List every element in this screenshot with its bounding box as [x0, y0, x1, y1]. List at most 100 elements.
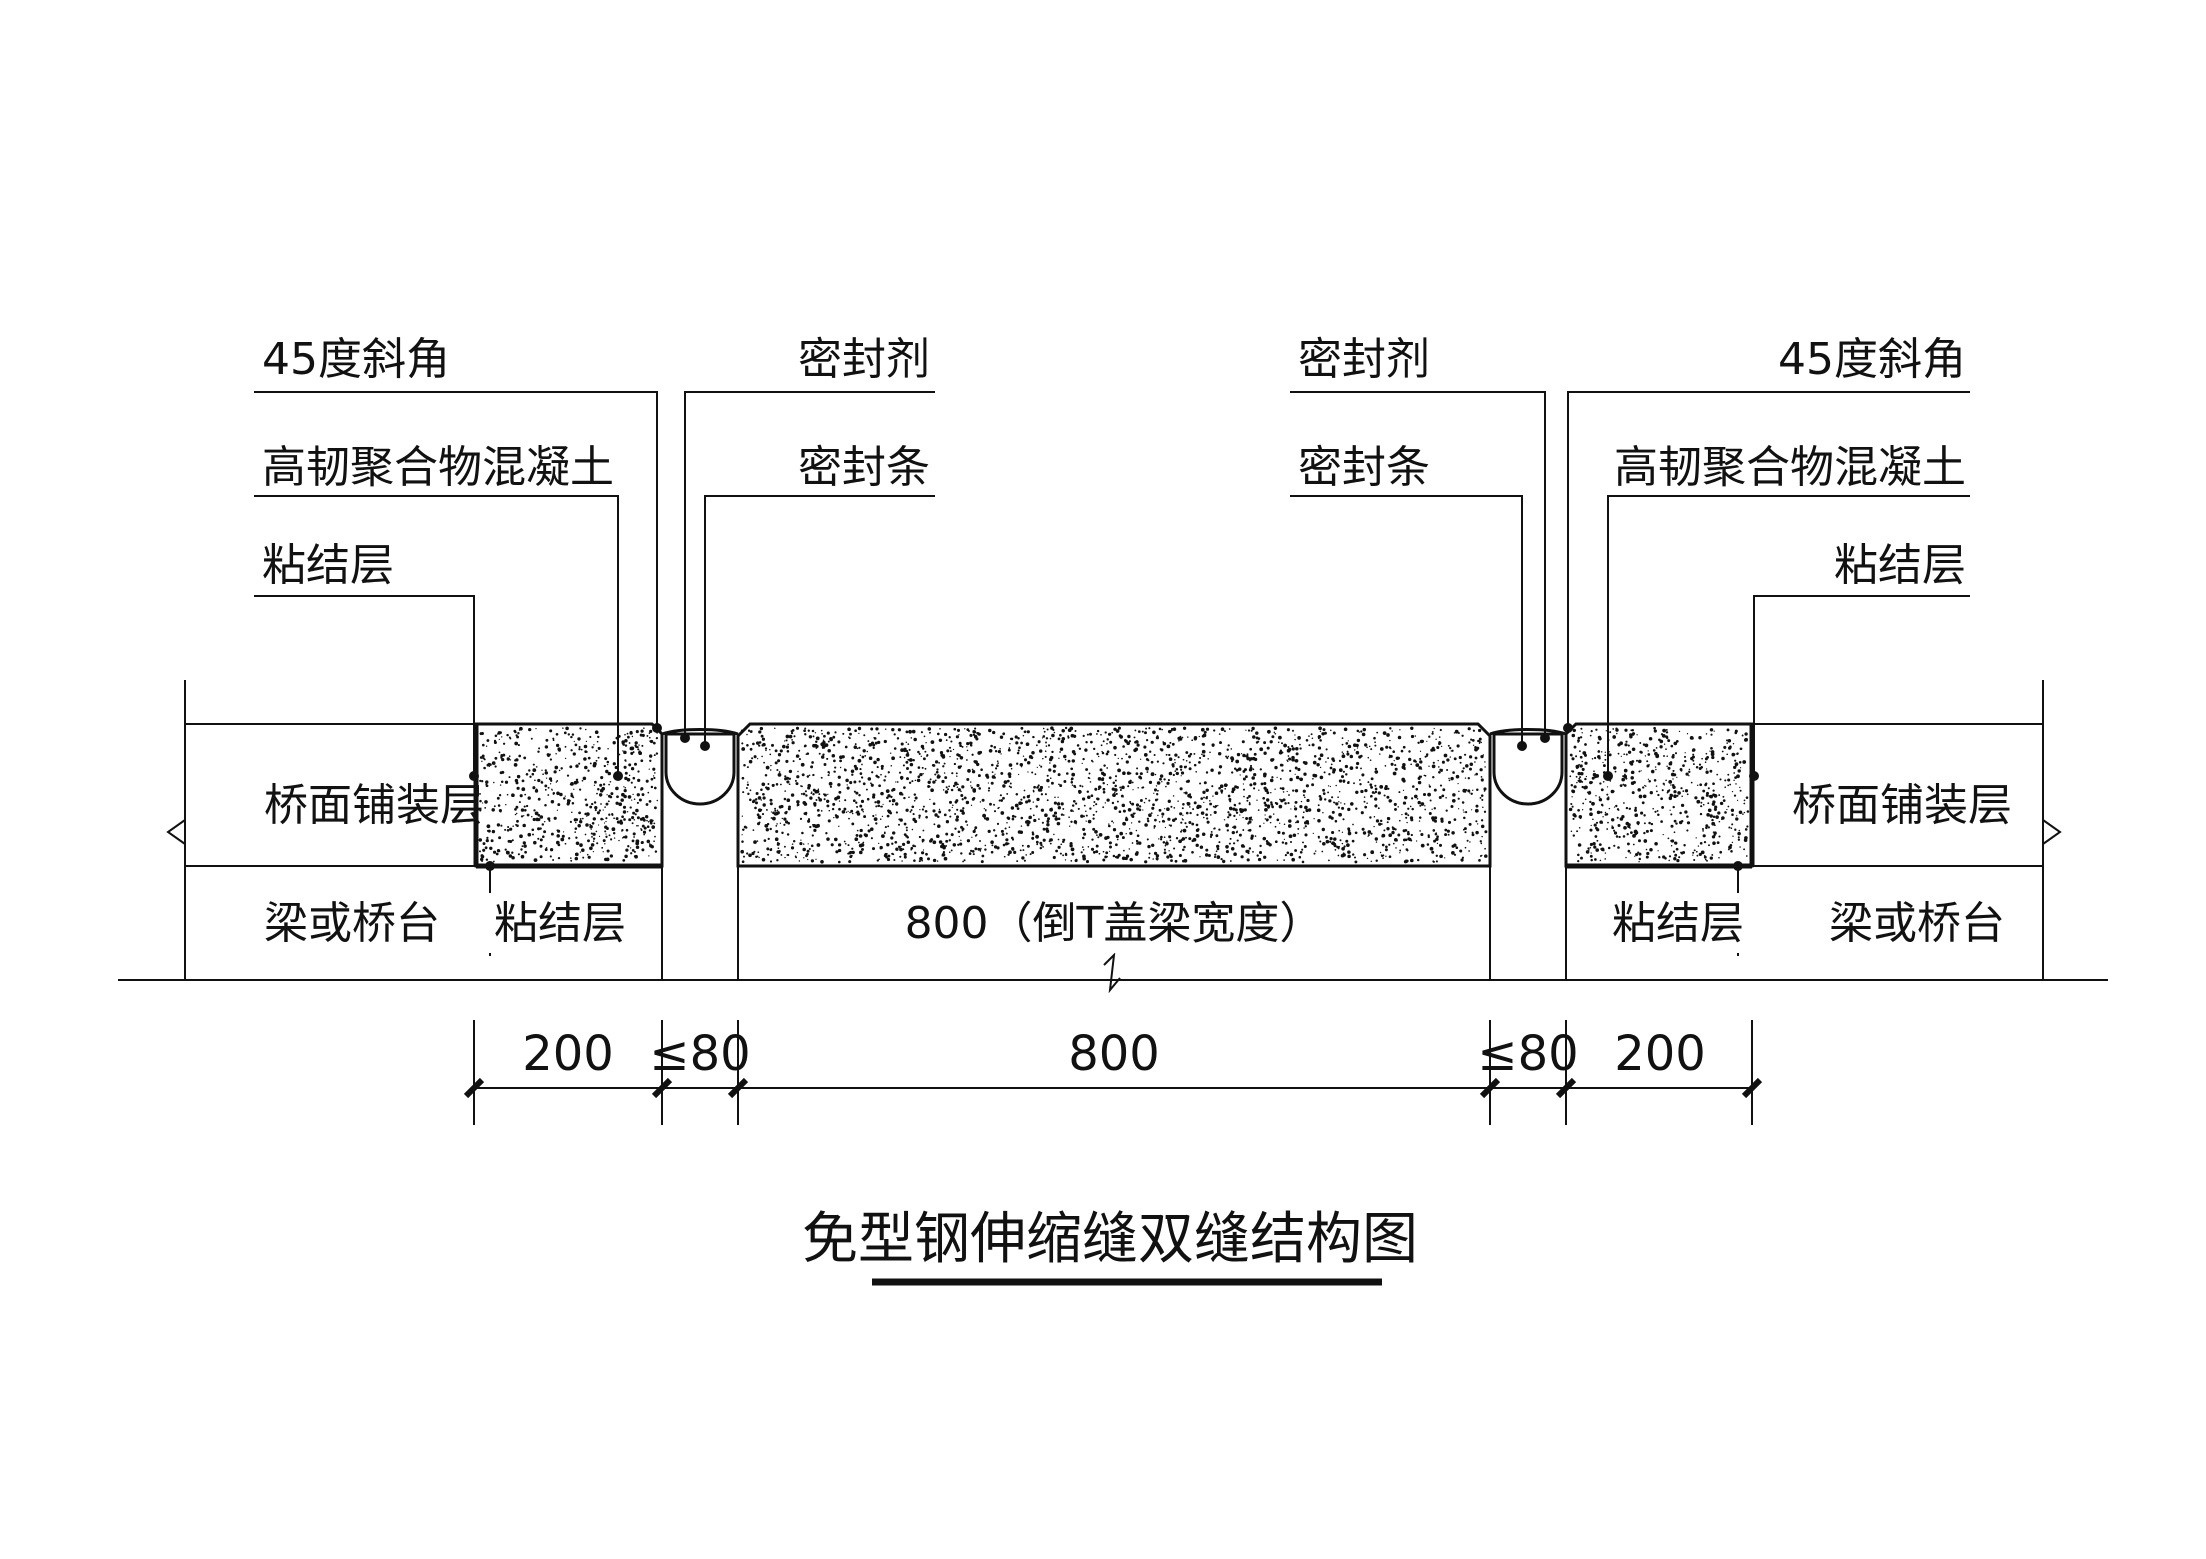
speckle	[1140, 772, 1143, 775]
speckle	[643, 727, 645, 729]
speckle	[983, 808, 985, 810]
speckle	[1666, 755, 1668, 757]
speckle	[1277, 830, 1281, 835]
speckle	[1476, 823, 1479, 825]
speckle	[577, 823, 581, 828]
speckle	[795, 856, 798, 859]
speckle	[1718, 835, 1721, 838]
speckle	[593, 744, 595, 746]
speckle	[1060, 739, 1065, 744]
speckle	[1162, 741, 1167, 746]
speckle	[1023, 859, 1026, 862]
speckle	[1122, 745, 1125, 748]
label-chamfer-right: 45度斜角	[1778, 334, 1966, 385]
speckle	[818, 793, 821, 796]
speckle	[1580, 772, 1584, 776]
speckle	[1000, 811, 1005, 815]
speckle	[1373, 736, 1376, 740]
speckle	[1115, 843, 1118, 847]
speckle	[1195, 843, 1199, 847]
speckle	[1128, 848, 1131, 850]
speckle	[1318, 795, 1322, 798]
speckle	[1364, 788, 1368, 793]
speckle	[908, 729, 912, 734]
speckle	[1627, 750, 1632, 754]
speckle	[1614, 770, 1617, 773]
speckle	[882, 803, 884, 805]
speckle	[1595, 848, 1599, 852]
speckle	[1733, 772, 1736, 774]
speckle	[988, 748, 993, 753]
speckle	[1398, 791, 1401, 794]
speckle	[786, 833, 790, 836]
speckle	[939, 727, 941, 730]
dim-middle: 800	[1068, 1026, 1160, 1082]
speckle	[1612, 735, 1617, 739]
speckle	[1182, 803, 1185, 806]
speckle	[1156, 760, 1159, 763]
speckle	[581, 817, 584, 820]
speckle	[772, 816, 776, 821]
speckle	[649, 759, 652, 762]
speckle	[1124, 817, 1129, 822]
speckle	[1379, 753, 1381, 755]
speckle	[965, 800, 970, 805]
speckle	[506, 793, 509, 796]
speckle	[575, 764, 579, 768]
speckle	[1151, 843, 1155, 847]
speckle	[1067, 735, 1070, 738]
speckle	[627, 795, 632, 799]
speckle	[519, 794, 523, 798]
speckle	[1338, 768, 1343, 772]
speckle	[847, 852, 850, 855]
speckle	[1405, 816, 1408, 819]
speckle	[1712, 782, 1715, 785]
speckle	[1385, 855, 1387, 858]
speckle	[958, 741, 962, 745]
speckle	[1062, 854, 1065, 857]
speckle	[786, 798, 791, 803]
speckle	[1712, 793, 1716, 797]
speckle	[802, 792, 806, 796]
speckle	[981, 854, 985, 858]
speckle	[919, 856, 923, 861]
speckle	[1287, 747, 1292, 752]
speckle	[776, 850, 780, 854]
speckle	[604, 825, 608, 829]
speckle	[1693, 849, 1696, 852]
speckle	[1663, 755, 1665, 757]
speckle	[1305, 739, 1309, 742]
speckle	[1105, 752, 1109, 756]
speckle	[1613, 829, 1616, 832]
speckle	[1155, 736, 1159, 740]
speckle	[796, 775, 800, 779]
speckle	[893, 747, 897, 750]
speckle	[853, 780, 857, 784]
speckle	[1007, 853, 1010, 856]
speckle	[1127, 734, 1131, 739]
speckle	[1344, 764, 1349, 769]
speckle	[549, 783, 552, 785]
speckle	[770, 817, 773, 819]
speckle	[498, 751, 501, 754]
speckle	[1272, 813, 1275, 815]
speckle	[1228, 806, 1233, 811]
speckle	[1718, 794, 1721, 797]
speckle	[1593, 756, 1597, 760]
speckle	[952, 748, 955, 751]
speckle	[905, 808, 909, 812]
speckle	[1600, 788, 1604, 792]
speckle	[1037, 788, 1042, 792]
speckle	[1695, 850, 1698, 853]
speckle	[966, 777, 970, 782]
speckle	[741, 742, 744, 745]
speckle	[817, 788, 820, 791]
speckle	[1252, 851, 1254, 853]
speckle	[1675, 847, 1679, 851]
speckle	[1453, 757, 1457, 761]
speckle	[1282, 798, 1286, 802]
speckle	[1049, 777, 1052, 779]
speckle	[515, 812, 518, 815]
speckle	[1102, 850, 1105, 853]
speckle	[1353, 782, 1355, 785]
